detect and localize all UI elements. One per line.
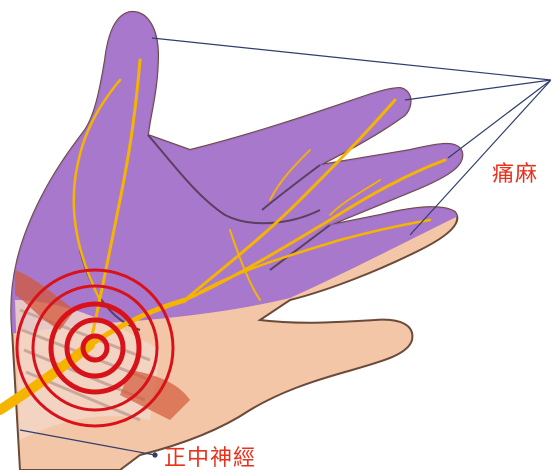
- median-nerve-label: 正中神經: [164, 440, 256, 472]
- affected-area: [0, 0, 470, 335]
- pain-numbness-label: 痛麻: [492, 156, 538, 188]
